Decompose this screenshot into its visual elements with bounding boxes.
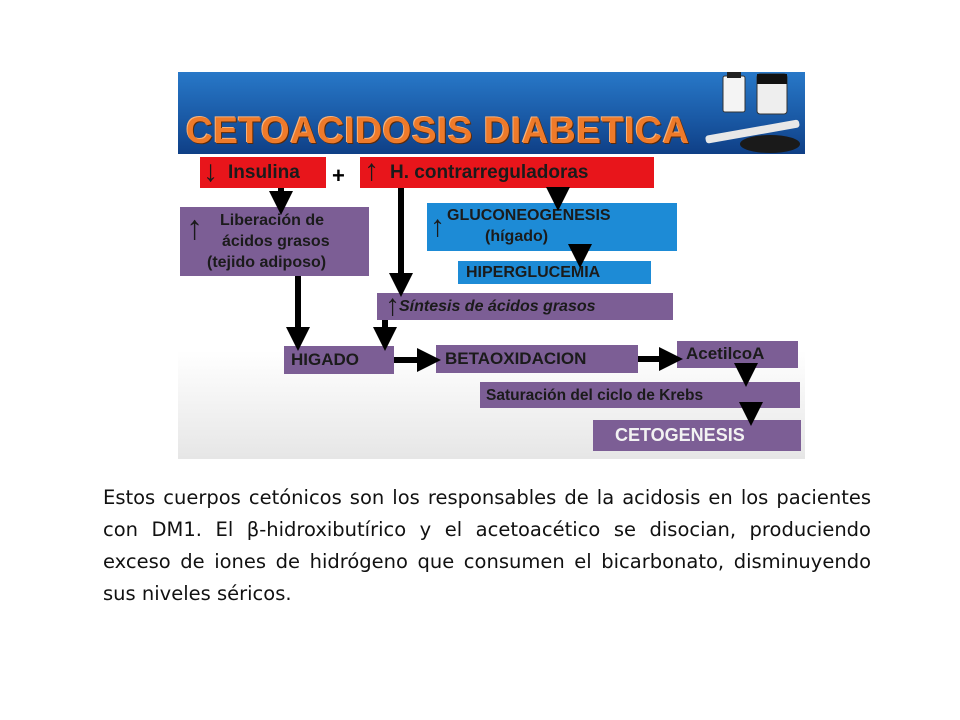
ketoacidosis-diagram: CETOACIDOSIS DIABETICA ↓ Insulina + ↑ H.…	[178, 72, 805, 459]
liberacion-label-line2: ácidos grasos	[222, 233, 330, 250]
liberacion-label-line1: Liberación de	[220, 212, 325, 229]
gluconeogenesis-label-line1: GLUCONEOGENESIS	[447, 207, 611, 224]
sintesis-box: ↑ Síntesis de ácidos grasos	[377, 289, 673, 322]
plus-sign: +	[332, 163, 345, 188]
insulina-box: ↓ Insulina	[200, 157, 326, 188]
sintesis-label: Síntesis de ácidos grasos	[399, 298, 596, 315]
saturacion-label: Saturación del ciclo de Krebs	[486, 387, 704, 404]
flow-arrows	[269, 187, 763, 426]
liberacion-label-line3: (tejido adiposo)	[207, 254, 327, 271]
medical-supplies-image	[705, 72, 800, 153]
cetogenesis-box: CETOGENESIS	[593, 420, 801, 451]
up-arrow-icon: ↑	[430, 210, 445, 243]
diagram-title: CETOACIDOSIS DIABETICA	[186, 110, 690, 151]
hiperglucemia-box: HIPERGLUCEMIA	[458, 261, 651, 284]
insulina-label: Insulina	[228, 162, 300, 183]
contrarreguladoras-label: H. contrarreguladoras	[390, 162, 589, 183]
down-arrow-icon: ↓	[203, 155, 218, 188]
up-arrow-icon: ↑	[364, 154, 379, 187]
up-arrow-icon: ↑	[385, 289, 400, 322]
hiperglucemia-label: HIPERGLUCEMIA	[466, 264, 601, 281]
caption-paragraph: Estos cuerpos cetónicos son los responsa…	[103, 486, 871, 605]
cetogenesis-label: CETOGENESIS	[615, 425, 745, 445]
higado-label: HIGADO	[291, 350, 359, 369]
liberacion-box: ↑ Liberación de ácidos grasos (tejido ad…	[180, 207, 369, 276]
contrarreguladoras-box: ↑ H. contrarreguladoras	[360, 154, 654, 188]
gluconeogenesis-label-line2: (hígado)	[485, 228, 549, 245]
up-arrow-icon: ↑	[186, 209, 203, 247]
betaoxidacion-label: BETAOXIDACION	[445, 349, 587, 368]
title-banner: CETOACIDOSIS DIABETICA	[178, 72, 805, 154]
gluconeogenesis-box: ↑ GLUCONEOGENESIS (hígado)	[427, 203, 677, 251]
betaoxidacion-box: BETAOXIDACION	[436, 345, 638, 373]
acetilcoa-label: AcetilcoA	[686, 344, 765, 363]
